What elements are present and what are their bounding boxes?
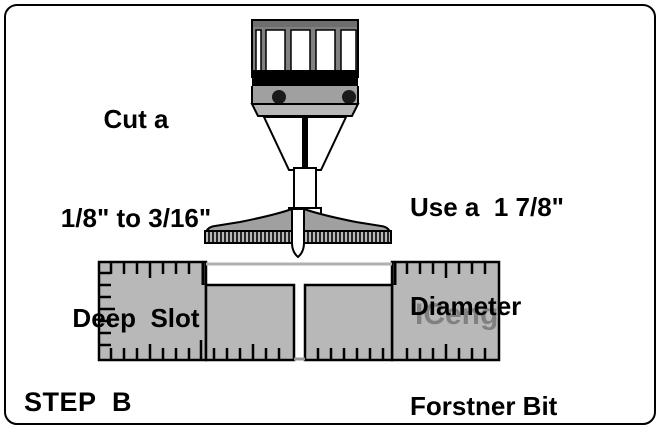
- chuck-window-sliver: [255, 29, 262, 74]
- step-label: STEP B: [24, 387, 133, 417]
- forstner-bit-group: [204, 207, 392, 259]
- chuck-bolt: [272, 90, 286, 104]
- chuck-jaw-right: [306, 116, 348, 171]
- ruler-ticks-left-bottom: [109, 344, 191, 359]
- ruler-ticks-left-top: [109, 263, 191, 278]
- right-annotation-note: Use a 1 7/8" Diameter Forstner Bit: [410, 124, 650, 433]
- left-note-line-3: Deep Slot: [72, 303, 200, 334]
- ruler-ticks-center-right-bottom: [316, 348, 385, 359]
- chuck-scallop-band: [252, 70, 358, 94]
- workpiece-left-block: [97, 260, 208, 362]
- ruler-ticks-right-bottom: [405, 344, 487, 359]
- ruler-ticks-center-left-bottom: [199, 340, 281, 359]
- watermark-text: ICeng: [415, 298, 498, 331]
- chuck-window: [315, 29, 336, 74]
- chuck-jaw-left: [262, 116, 304, 171]
- right-note-line-2: Diameter: [410, 291, 522, 322]
- right-note-line-1: Use a 1 7/8": [410, 191, 564, 222]
- forstner-center-spur: [291, 208, 305, 259]
- left-annotation-note: Cut a 1/8" to 3/16" Deep Slot: [26, 36, 246, 402]
- ruler-ticks-left-side: [100, 271, 115, 347]
- workpiece-right-block: [390, 260, 501, 362]
- chuck-window: [340, 29, 357, 74]
- chuck-window: [290, 29, 311, 74]
- chuck-body: [252, 86, 358, 104]
- workpiece-group: ICeng: [97, 260, 501, 362]
- chuck-top-rail: [253, 21, 357, 27]
- chuck-window: [265, 29, 286, 74]
- left-note-line-2: 1/8" to 3/16": [60, 203, 212, 234]
- chuck-bolt: [342, 90, 356, 104]
- workpiece-center-left-block: [204, 283, 296, 362]
- drill-chuck-group: [250, 19, 360, 117]
- chuck-jaws-group: [262, 116, 348, 171]
- workpiece-center-right-block: [303, 283, 394, 362]
- diagram-frame-border: [4, 4, 656, 425]
- chuck-body-outline: [251, 86, 359, 104]
- chuck-collar: [250, 103, 360, 117]
- right-note-line-3: Forstner Bit: [410, 391, 558, 422]
- left-note-line-1: Cut a: [103, 103, 169, 134]
- forstner-teeth-right: [307, 232, 389, 243]
- forstner-teeth-left: [208, 232, 290, 243]
- bit-shank-upper: [293, 167, 317, 213]
- ruler-ticks-right-top: [405, 263, 487, 278]
